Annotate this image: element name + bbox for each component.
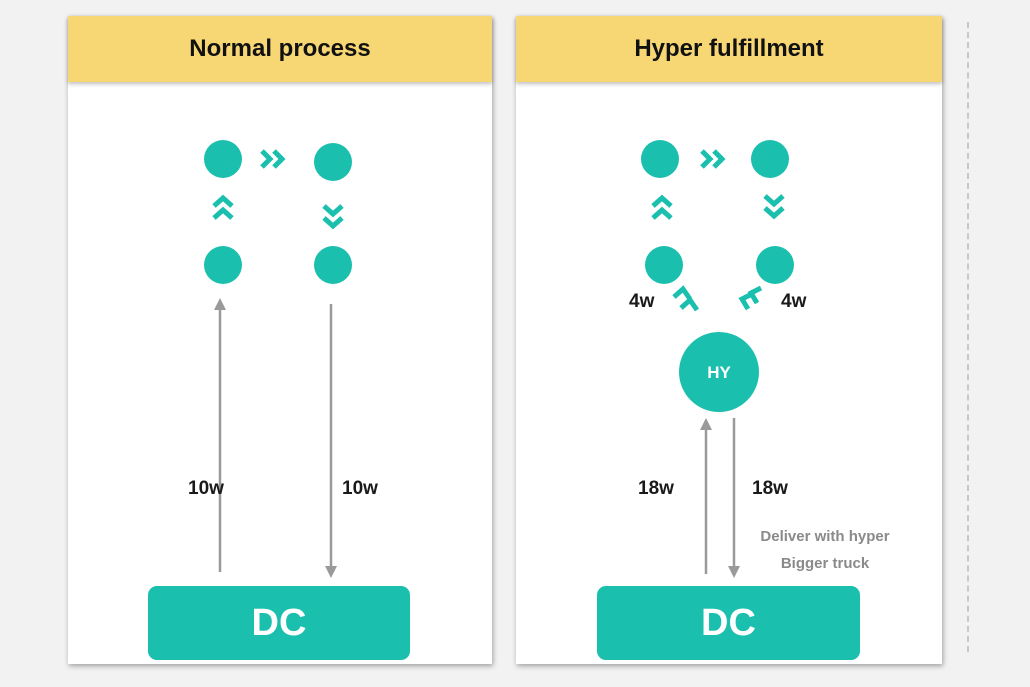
hyper-fulfillment-title: Hyper fulfillment	[516, 16, 942, 82]
node-top-right	[314, 143, 352, 181]
normal-process-panel: Normal process 10w	[68, 16, 492, 664]
node-top-left	[204, 140, 242, 178]
hy-hub-label: HY	[707, 363, 731, 382]
node-bottom-right	[756, 246, 794, 284]
edge-left-label: 18w	[638, 478, 674, 499]
edge-right-label: 10w	[342, 478, 378, 499]
normal-process-title: Normal process	[68, 16, 492, 82]
chevrons-down	[322, 204, 344, 230]
chevrons-down-left	[738, 285, 763, 311]
chevrons-right	[260, 149, 286, 169]
hyper-fulfillment-panel: Hyper fulfillment 4w	[516, 16, 942, 664]
arrow-down-to-dc	[325, 304, 337, 578]
node-top-right	[751, 140, 789, 178]
chevrons-up	[212, 194, 234, 220]
node-top-left	[641, 140, 679, 178]
dashed-divider	[967, 22, 969, 652]
arrow-up-to-hub	[700, 418, 712, 574]
chevrons-down	[763, 194, 785, 220]
edge-right-label: 18w	[752, 478, 788, 499]
dc-box: DC	[148, 586, 410, 660]
delivery-note-line1: Deliver with hyper	[760, 528, 889, 545]
node-bottom-left	[204, 246, 242, 284]
edge-left-label: 10w	[188, 478, 224, 499]
chevrons-right	[700, 149, 726, 169]
arrow-down-to-dc	[728, 418, 740, 578]
chevrons-up-left	[672, 285, 700, 312]
normal-process-diagram: 10w 10w	[188, 140, 378, 578]
hy-hub: HY	[679, 332, 759, 412]
delivery-note-line2: Bigger truck	[781, 555, 870, 572]
node-bottom-left	[645, 246, 683, 284]
node-bottom-right	[314, 246, 352, 284]
branch-right-label: 4w	[781, 291, 807, 312]
hyper-fulfillment-diagram: 4w 4w HY 18w 18w Deliver with hyper Bigg…	[629, 140, 890, 578]
chevrons-up	[651, 194, 673, 220]
arrow-up-to-node	[214, 298, 226, 572]
branch-left-label: 4w	[629, 291, 655, 312]
dc-box: DC	[597, 586, 860, 660]
